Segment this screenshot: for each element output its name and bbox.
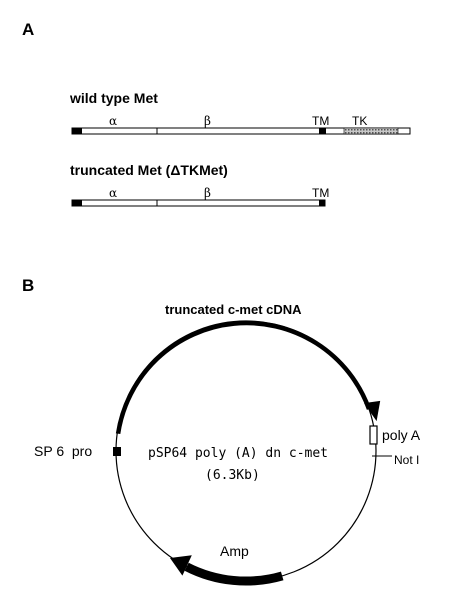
wild-type-tm-label: TM xyxy=(312,114,330,128)
truncated-tm-block xyxy=(319,200,325,206)
wild-type-beta-label: β xyxy=(204,114,211,128)
wild-type-bar xyxy=(71,127,411,135)
plasmid-name: pSP64 poly (A) dn c-met xyxy=(148,446,329,461)
truncated-title: truncated Met (ΔTKMet) xyxy=(70,162,228,178)
truncated-bar xyxy=(71,199,326,207)
cdna-arc xyxy=(115,320,372,435)
wild-type-alpha-label: α xyxy=(109,114,118,128)
wild-type-title: wild type Met xyxy=(70,90,158,106)
sp6-promoter-label: SP 6 pro xyxy=(34,443,93,459)
truncated-tm-label: TM xyxy=(312,186,330,200)
panel-b-label: B xyxy=(22,276,35,295)
plasmid-size: (6.3Kb) xyxy=(205,468,260,483)
panel-a-label: A xyxy=(22,20,35,39)
poly-a-box xyxy=(369,425,378,445)
amp-arc xyxy=(184,562,284,586)
cdna-arrowhead xyxy=(364,400,381,422)
amp-arrowhead xyxy=(170,555,192,576)
poly-a-label: poly A xyxy=(382,427,421,443)
truncated-n-terminal-block xyxy=(72,200,82,206)
wild-type-tm-block xyxy=(319,128,326,134)
cdna-label: truncated c-met cDNA xyxy=(165,302,302,317)
amp-label: Amp xyxy=(220,543,249,559)
truncated-alpha-label: α xyxy=(109,186,118,200)
sp6-promoter-block xyxy=(113,447,121,456)
not1-label: Not I xyxy=(394,453,420,467)
wild-type-tk-domain xyxy=(343,127,399,135)
wild-type-n-terminal-block xyxy=(72,128,82,134)
wild-type-tk-label: TK xyxy=(352,114,368,128)
truncated-beta-label: β xyxy=(204,186,211,200)
